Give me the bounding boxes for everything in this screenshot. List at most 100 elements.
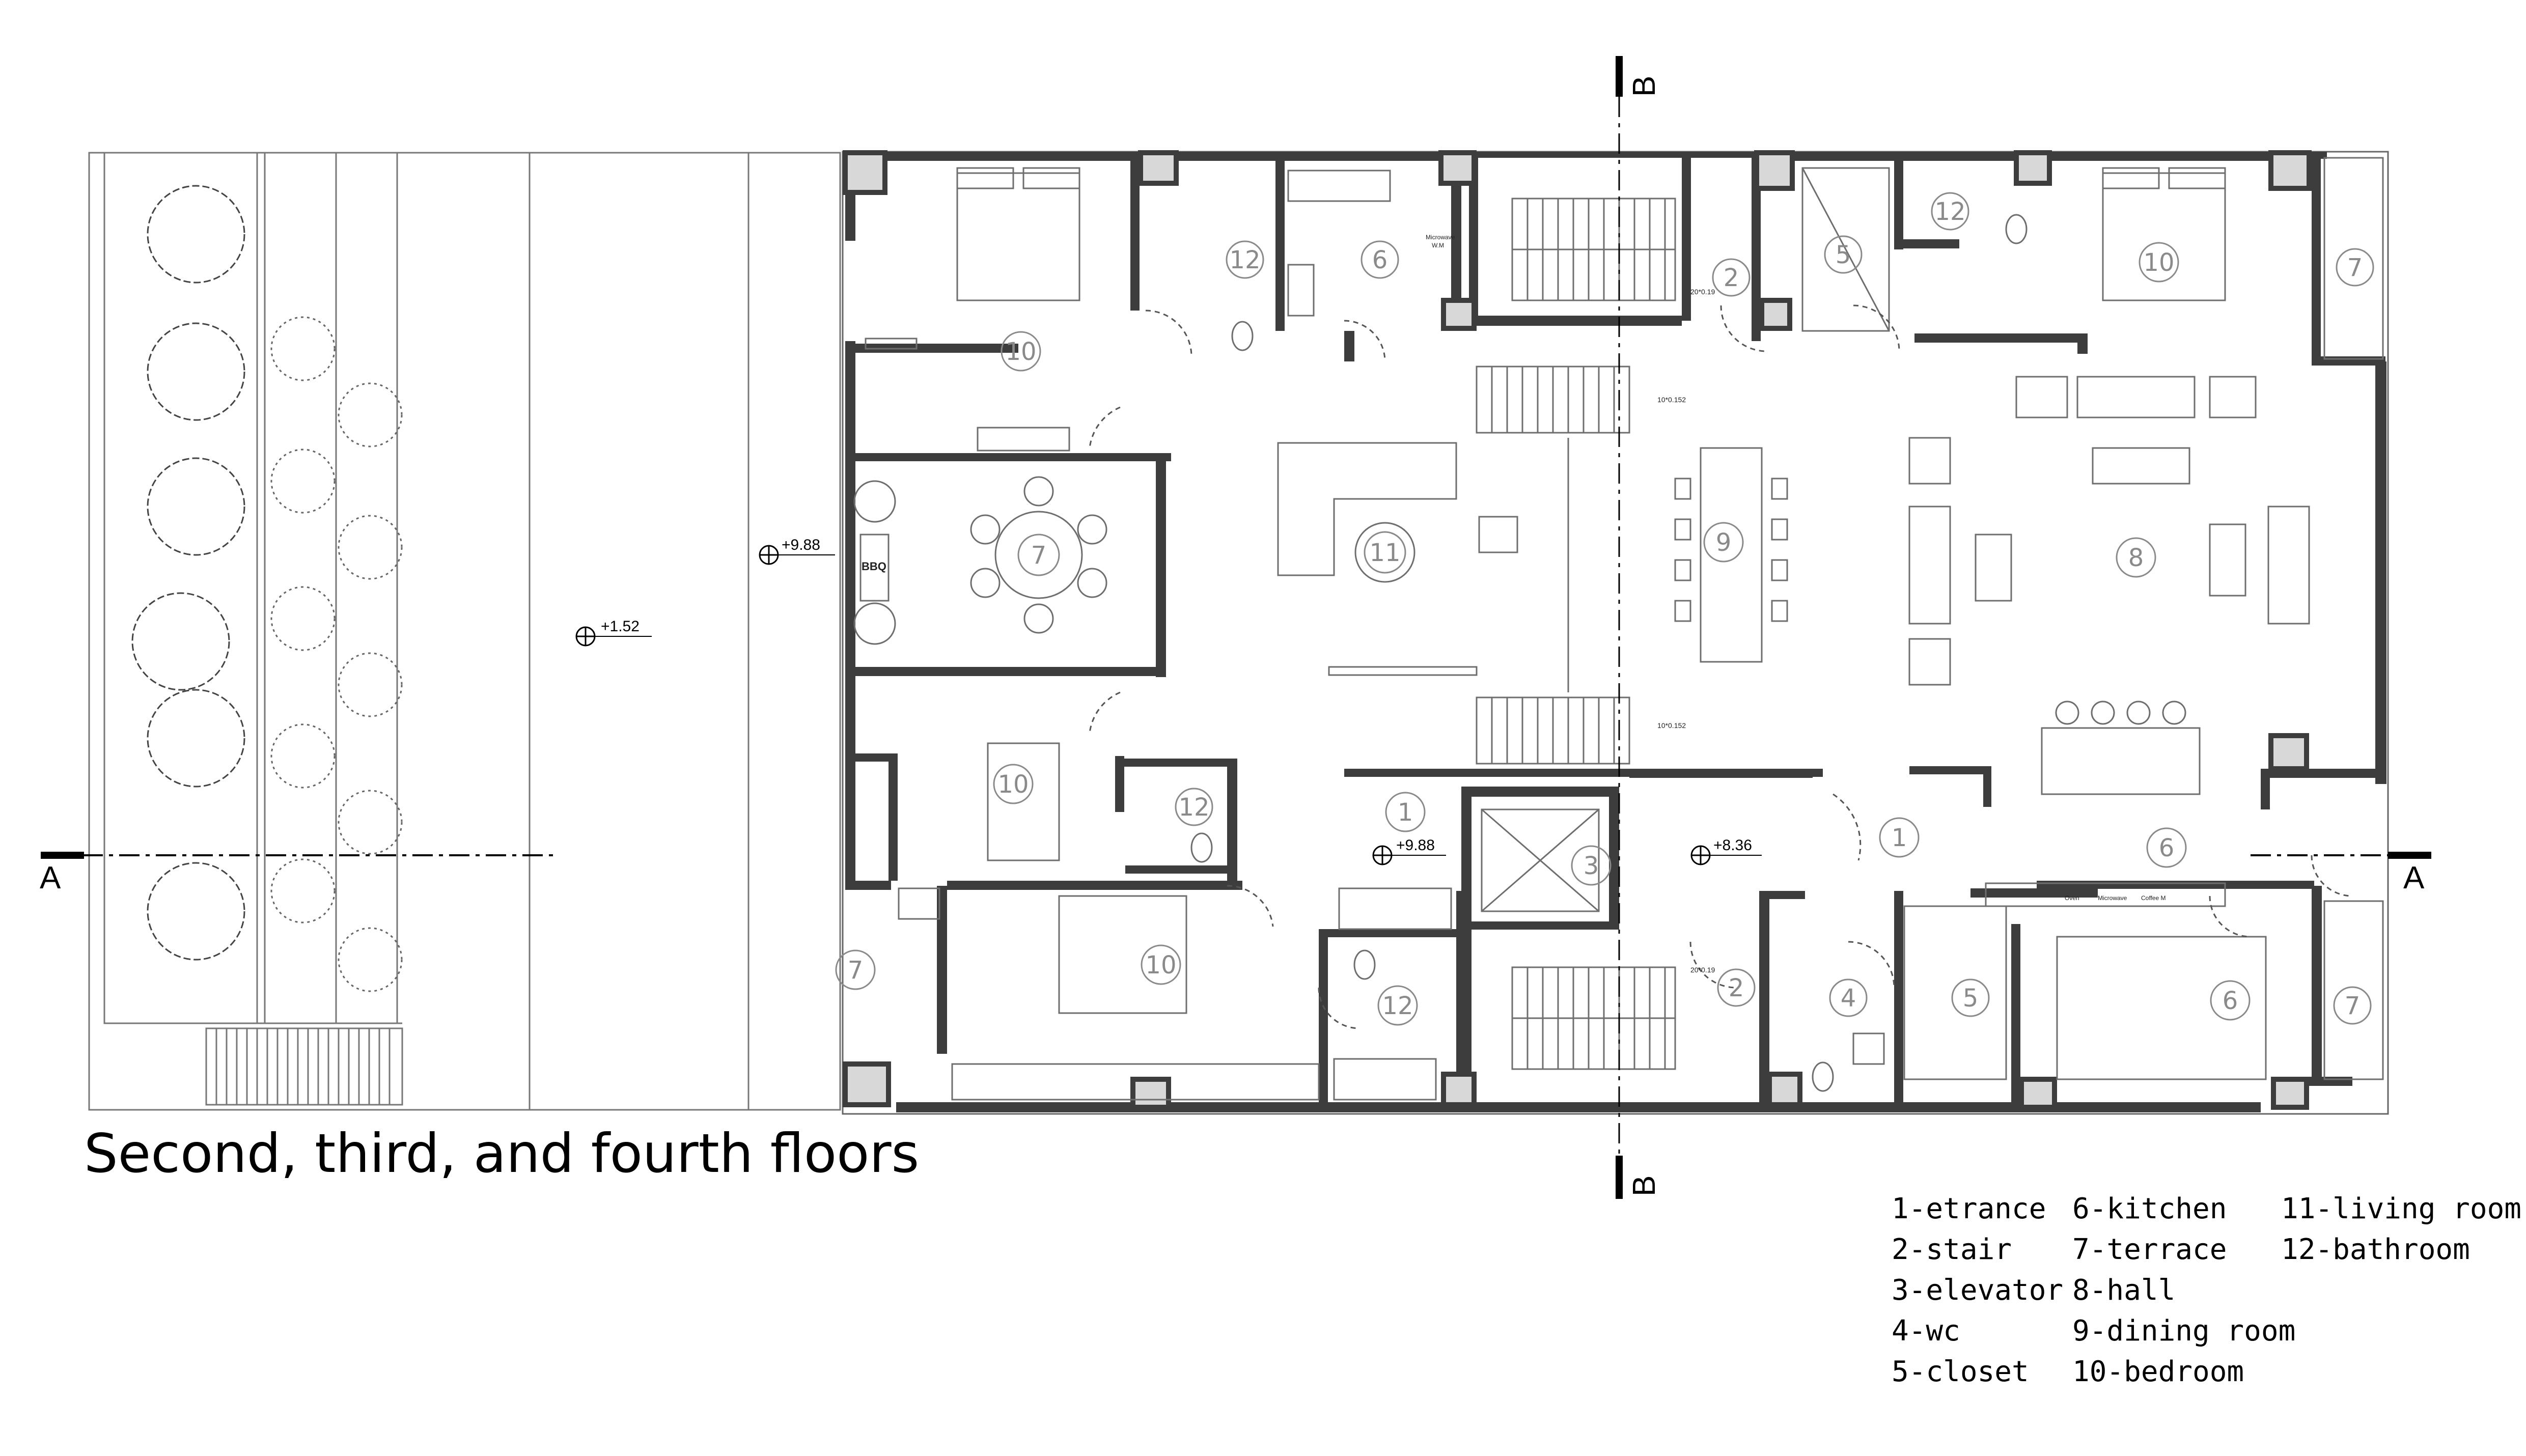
shrub-icon xyxy=(270,586,336,651)
legend-item: 2-stair xyxy=(1892,1233,2012,1266)
stair-spec-bottom: 20*0.19 xyxy=(1690,966,1715,974)
room-terrace-bottom-right: 7 xyxy=(2345,992,2361,1020)
legend-item: 6-kitchen xyxy=(2072,1192,2227,1225)
shrub-icon xyxy=(338,790,403,855)
legend-column-2: 6-kitchen 7-terrace 8-hall 9-dining room… xyxy=(2072,1189,2295,1392)
toilet-icon xyxy=(1353,949,1376,980)
room-bedroom-top-left: 10 xyxy=(1005,338,1036,366)
level-marker-terrace: +9.88 xyxy=(759,537,835,565)
drawing-caption: Second, third, and fourth floors xyxy=(84,1123,920,1185)
bed-icon xyxy=(987,742,1060,861)
room-entrance-left: 1 xyxy=(1398,798,1413,827)
room-kitchen-bottom-right: 6 xyxy=(2223,987,2238,1015)
legend-item: 7-terrace xyxy=(2072,1233,2227,1266)
section-lines xyxy=(41,56,2431,1199)
room-kitchen-top-left: 6 xyxy=(1372,246,1388,274)
shrub-icon xyxy=(338,652,403,717)
svg-text:+1.52: +1.52 xyxy=(601,618,640,635)
legend-item: 5-closet xyxy=(1892,1355,2029,1388)
stair-spec-top: 20*0.19 xyxy=(1690,288,1715,296)
kitchen-island-icon xyxy=(2041,727,2201,795)
shrub-icon xyxy=(270,723,336,789)
level-marker-entrance-right: +8.36 xyxy=(1690,837,1762,865)
tree-icon xyxy=(147,457,245,556)
room-labels xyxy=(835,192,2374,1026)
legend-column-1: 1-etrance 2-stair 3-elevator 4-wc 5-clos… xyxy=(1892,1189,2063,1392)
legend-item: 11-living room xyxy=(2281,1192,2522,1225)
shrub-icon xyxy=(338,515,403,580)
shrub-icon xyxy=(270,316,336,381)
columns xyxy=(843,150,2312,1110)
garden-area xyxy=(88,152,841,1111)
toilet-icon xyxy=(1812,1061,1834,1092)
legend-item: 4-wc xyxy=(1892,1314,1960,1348)
room-bedroom-top-right: 10 xyxy=(2143,248,2174,277)
legend-item: 8-hall xyxy=(2072,1274,2176,1307)
walls xyxy=(845,152,2386,1112)
legend-column-3: 11-living room 12-bathroom xyxy=(2281,1189,2521,1270)
stair-spec-flight1: 10*0.152 xyxy=(1657,396,1686,404)
toilet-icon xyxy=(1231,321,1254,351)
room-closet-top-right: 5 xyxy=(1836,241,1851,269)
room-terrace-top-right: 7 xyxy=(2347,254,2363,282)
legend-item: 9-dining room xyxy=(2072,1314,2296,1348)
room-stair-bottom: 2 xyxy=(1729,974,1744,1002)
room-entrance-right: 1 xyxy=(1892,824,1907,852)
room-living: 11 xyxy=(1369,539,1400,567)
room-bathroom-top-left: 12 xyxy=(1229,246,1260,274)
room-wc: 4 xyxy=(1841,984,1856,1013)
legend-item: 10-bedroom xyxy=(2072,1355,2244,1388)
dining-table-icon xyxy=(1700,447,1763,663)
toilet-icon xyxy=(1190,832,1213,863)
armchair-icon xyxy=(1478,516,1518,553)
room-kitchen-right: 6 xyxy=(2159,834,2175,862)
coffee-label: Coffee M xyxy=(2141,894,2166,902)
coffee-table-icon xyxy=(1354,522,1415,583)
bbq-grill-icon xyxy=(853,602,896,645)
svg-text:+9.88: +9.88 xyxy=(1396,837,1435,854)
tree-icon xyxy=(147,862,245,961)
tree-icon xyxy=(147,322,245,421)
sofa-icon xyxy=(1908,506,1951,625)
svg-text:+8.36: +8.36 xyxy=(1713,837,1752,854)
section-mark-a-left: A xyxy=(40,860,61,895)
level-marker-garden: +1.52 xyxy=(575,618,652,647)
sofa-icon xyxy=(1277,442,1457,576)
toilet-icon xyxy=(2005,214,2028,244)
tree-icon xyxy=(147,185,245,284)
shrub-icon xyxy=(270,858,336,923)
garden-shrubs xyxy=(270,316,403,992)
microwave2-label: Microwave xyxy=(2098,894,2127,902)
bed-icon xyxy=(1058,895,1187,1014)
tree-icon xyxy=(147,689,245,788)
building-outline xyxy=(842,151,2389,1115)
oven-label: Oven xyxy=(2065,894,2079,902)
room-bedroom-mid-left: 10 xyxy=(997,770,1029,799)
garden-trees xyxy=(131,185,245,961)
room-elevator: 3 xyxy=(1584,852,1599,880)
door-swings xyxy=(1089,304,2353,1029)
round-table-icon xyxy=(994,511,1083,599)
bed-icon xyxy=(2102,172,2226,301)
room-bathroom-bottom: 12 xyxy=(1382,992,1413,1020)
stair-spec-flight2: 10*0.152 xyxy=(1657,721,1686,730)
room-dining: 9 xyxy=(1716,528,1732,557)
legend-item: 3-elevator xyxy=(1892,1274,2064,1307)
tree-icon xyxy=(131,592,230,691)
bed-icon xyxy=(956,172,1080,301)
room-bathroom-top-right: 12 xyxy=(1934,198,1965,226)
legend-item: 1-etrance xyxy=(1892,1192,2046,1225)
garden-steps xyxy=(205,1027,403,1106)
section-mark-b-top: B xyxy=(1627,76,1662,97)
sofa-icon xyxy=(2267,506,2310,625)
microwave-label: Microwave xyxy=(1426,234,1455,241)
wm-label: W.M xyxy=(1432,242,1444,249)
section-mark-b-bottom: B xyxy=(1627,1175,1662,1196)
level-marker-entrance-left: +9.88 xyxy=(1372,837,1446,865)
room-hall: 8 xyxy=(2128,544,2144,572)
bbq-grill-icon xyxy=(853,480,896,523)
bbq-label: BBQ xyxy=(862,560,886,573)
interior-lines xyxy=(853,157,2384,1101)
room-stair-top: 2 xyxy=(1724,264,1739,292)
